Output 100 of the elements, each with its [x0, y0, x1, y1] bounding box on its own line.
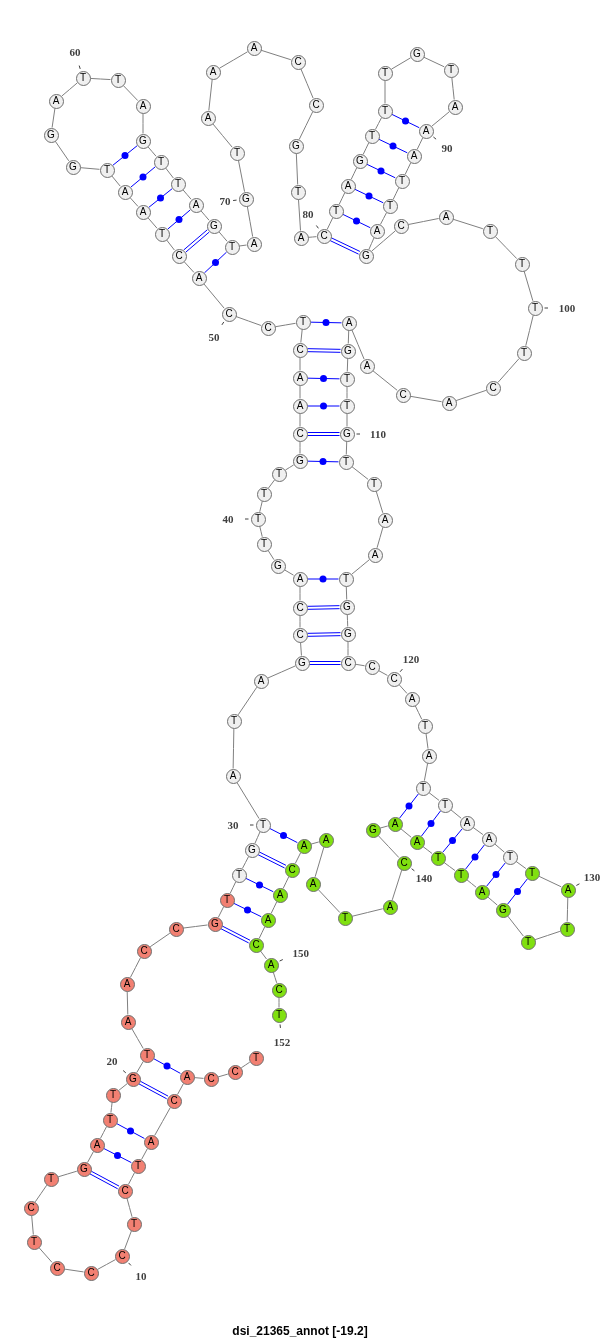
backbone-line	[351, 559, 370, 575]
backbone-line	[90, 77, 111, 81]
backbone-line	[217, 906, 225, 918]
backbone-line	[284, 464, 295, 471]
backbone-line	[346, 413, 348, 427]
base-pair-line	[148, 188, 173, 208]
backbone-line	[38, 1247, 53, 1263]
backbone-line	[260, 950, 267, 960]
backbone-line	[267, 549, 275, 561]
backbone-line	[282, 876, 290, 889]
base-pair-line	[306, 348, 342, 353]
backbone-line	[166, 239, 175, 251]
backbone-line	[298, 111, 314, 140]
base-pair-line	[507, 878, 528, 905]
backbone-line	[525, 314, 534, 347]
backbone-line	[136, 1061, 144, 1073]
backbone-line	[237, 686, 258, 716]
backbone-line	[379, 825, 389, 829]
base-pair-line	[307, 460, 339, 463]
index-number: 10	[135, 1270, 147, 1282]
backbone-line	[497, 358, 520, 383]
backbone-line	[314, 846, 325, 878]
backbone-line	[183, 261, 195, 273]
backbone-line	[129, 957, 142, 978]
base-pair-line	[329, 237, 361, 255]
backbone-line	[61, 82, 78, 97]
backbone-line	[392, 187, 400, 200]
backbone-line	[246, 205, 254, 238]
index-number: 50	[208, 331, 220, 343]
backbone-line	[99, 1126, 108, 1139]
backbone-line	[351, 329, 365, 360]
backbone-line	[232, 728, 235, 769]
base-pair-line	[138, 1080, 169, 1100]
backbone-line	[268, 479, 275, 489]
backbone-line	[165, 167, 174, 179]
backbone-line	[177, 1083, 184, 1095]
caption: dsi_21365_annot [-19.2]	[231, 1323, 369, 1340]
backbone-line	[515, 860, 527, 870]
backbone-line	[377, 834, 400, 859]
base-pair-line	[354, 188, 384, 204]
backbone-line	[378, 670, 388, 676]
backbone-line	[298, 199, 301, 231]
base-pair-line	[269, 827, 298, 844]
backbone-line	[299, 357, 301, 371]
index-number: 100	[558, 302, 576, 314]
backbone-line	[300, 328, 303, 344]
index-number: 120	[402, 653, 420, 665]
backbone-line	[300, 68, 314, 99]
base-pair-line	[306, 605, 341, 610]
backbone-line	[200, 210, 210, 221]
backbone-line	[404, 162, 412, 175]
backbone-line	[142, 113, 144, 134]
backbone-line	[110, 1101, 113, 1114]
base-pair-line	[342, 213, 371, 229]
backbone-line	[299, 385, 301, 399]
backbone-line	[31, 1214, 34, 1236]
backbone-line	[118, 1083, 128, 1091]
backbone-line	[272, 971, 278, 984]
backbone-line	[451, 76, 455, 101]
backbone-line	[212, 123, 233, 148]
backbone-line	[295, 153, 299, 185]
backbone-line	[154, 1107, 171, 1136]
backbone-line	[351, 908, 384, 917]
base-pair-line	[307, 405, 340, 407]
backbone-line	[126, 991, 129, 1015]
base-pair-line	[399, 793, 419, 819]
backbone-line	[450, 809, 462, 819]
backbone-line	[455, 389, 487, 402]
backbone-line	[346, 614, 349, 627]
backbone-line	[208, 78, 213, 112]
backbone-line	[350, 167, 358, 180]
backbone-line	[425, 732, 429, 750]
base-pair-line	[366, 163, 396, 179]
backbone-line	[494, 235, 518, 260]
base-pair-line	[103, 1147, 132, 1164]
index-number: 152	[273, 1036, 291, 1048]
backbone-line	[538, 875, 562, 888]
base-pair-line	[310, 321, 342, 324]
backbone-line	[494, 843, 505, 853]
backbone-line	[409, 395, 443, 403]
base-pair-line	[309, 661, 341, 665]
backbone-line	[217, 1073, 229, 1078]
backbone-line	[235, 316, 262, 326]
backbone-line	[472, 826, 484, 836]
backbone-line	[347, 330, 350, 344]
index-number: 70	[219, 195, 231, 207]
backbone-line	[274, 322, 297, 328]
backbone-line	[307, 236, 318, 238]
base-pair-line	[307, 578, 339, 580]
base-pair-line	[233, 902, 262, 918]
backbone-line	[122, 84, 139, 102]
backbone-line	[487, 896, 498, 906]
backbone-line	[283, 569, 295, 576]
index-number: 60	[69, 46, 81, 58]
backbone-line	[375, 490, 384, 514]
backbone-line	[299, 615, 301, 628]
backbone-line	[371, 230, 396, 252]
base-pair-line	[421, 810, 441, 837]
backbone-line	[129, 197, 139, 207]
backbone-line	[299, 413, 301, 427]
